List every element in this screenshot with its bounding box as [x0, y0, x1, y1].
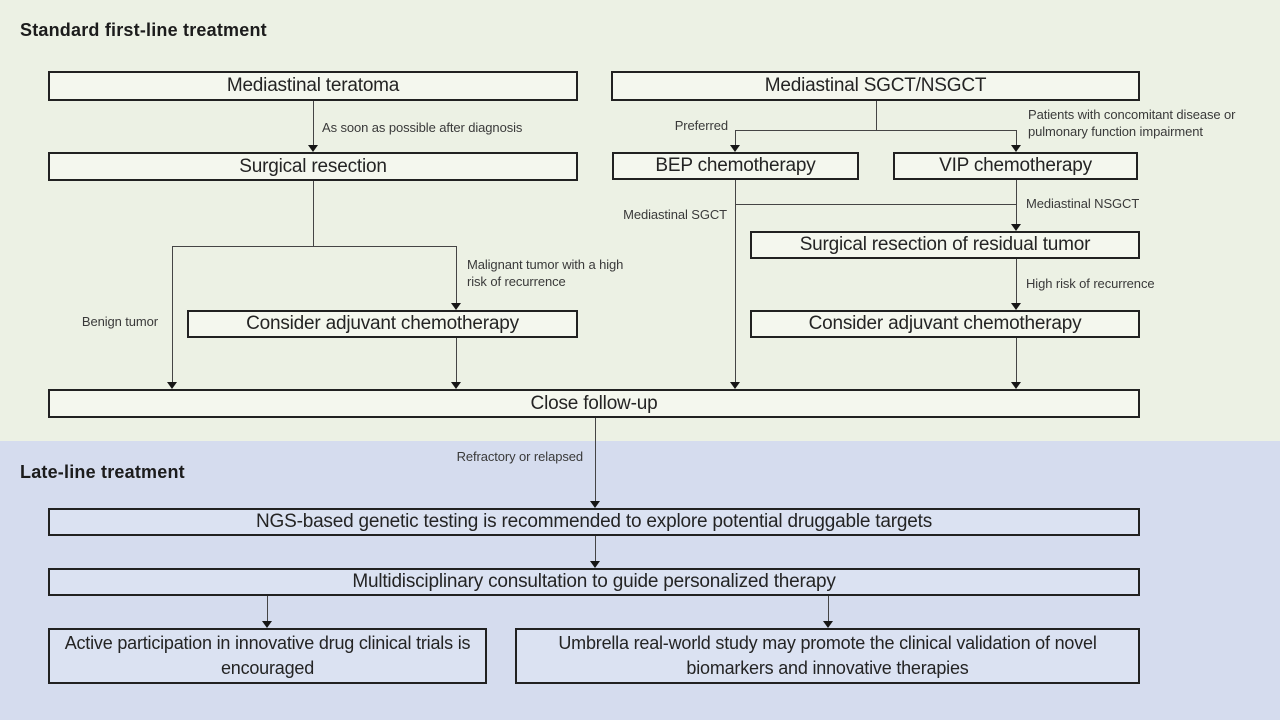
connector-ngs-to-mdt [595, 536, 596, 562]
node-consider-adjuvant-left: Consider adjuvant chemotherapy [187, 310, 578, 338]
edge-label-preferred: Preferred [674, 118, 728, 133]
connector-malignant-to-adjuvant [456, 246, 457, 304]
arrowhead-split-to-bep [730, 145, 740, 152]
edge-label-refractory: Refractory or relapsed [456, 449, 584, 464]
arrowhead-teratoma-to-surgical [308, 145, 318, 152]
node-surgical-resection-residual: Surgical resection of residual tumor [750, 231, 1140, 259]
arrowhead-split-to-vip [1011, 145, 1021, 152]
node-consider-adjuvant-right: Consider adjuvant chemotherapy [750, 310, 1140, 338]
node-ngs-testing: NGS-based genetic testing is recommended… [48, 508, 1140, 536]
node-clinical-trials: Active participation in innovative drug … [48, 628, 487, 684]
connector-adjuvant-left-to-followup [456, 338, 457, 383]
connector-bep-vip-merge [735, 204, 1016, 205]
arrowhead-ngs-to-mdt [590, 561, 600, 568]
edge-label-high-risk: High risk of recurrence [1026, 276, 1155, 291]
node-mediastinal-teratoma: Mediastinal teratoma [48, 71, 578, 101]
first-line-section-title: Standard first-line treatment [20, 20, 267, 40]
connector-followup-to-ngs [595, 418, 596, 502]
edge-label-concomitant: Patients with concomitant disease or pul… [1028, 107, 1236, 139]
connector-bep-to-followup [735, 180, 736, 383]
connector-surgical-stem [313, 181, 314, 246]
connector-sgct-split [735, 130, 1017, 131]
connector-benign-to-followup [172, 246, 173, 383]
connector-teratoma-to-surgical [313, 101, 314, 146]
edge-label-mediastinal-nsgct: Mediastinal NSGCT [1026, 196, 1140, 211]
node-mediastinal-sgct-nsgct: Mediastinal SGCT/NSGCT [611, 71, 1140, 101]
connector-residual-to-adjuvant [1016, 259, 1017, 304]
arrowhead-benign-to-followup [167, 382, 177, 389]
node-bep-chemotherapy: BEP chemotherapy [612, 152, 859, 180]
connector-mdt-to-trials [267, 596, 268, 622]
node-surgical-resection: Surgical resection [48, 152, 578, 181]
edge-label-asap: As soon as possible after diagnosis [322, 120, 523, 135]
late-line-section-title: Late-line treatment [20, 462, 185, 482]
arrowhead-bep-to-followup [730, 382, 740, 389]
connector-surgical-split [172, 246, 456, 247]
connector-sgct-stem [876, 101, 877, 130]
connector-adjuvant-right-to-followup [1016, 338, 1017, 383]
node-vip-chemotherapy: VIP chemotherapy [893, 152, 1138, 180]
arrowhead-mdt-to-trials [262, 621, 272, 628]
arrowhead-followup-to-ngs [590, 501, 600, 508]
edge-label-benign: Benign tumor [81, 314, 158, 329]
node-umbrella-study: Umbrella real-world study may promote th… [515, 628, 1140, 684]
arrowhead-vip-to-residual [1011, 224, 1021, 231]
edge-label-malignant: Malignant tumor with a high risk of recu… [467, 257, 624, 289]
connector-split-to-bep [735, 130, 736, 146]
connector-split-to-vip [1016, 130, 1017, 146]
arrowhead-malignant-to-adjuvant [451, 303, 461, 310]
arrowhead-residual-to-adjuvant [1011, 303, 1021, 310]
arrowhead-adjuvant-right-to-followup [1011, 382, 1021, 389]
connector-vip-to-residual [1016, 180, 1017, 225]
arrowhead-mdt-to-umbrella [823, 621, 833, 628]
connector-mdt-to-umbrella [828, 596, 829, 622]
arrowhead-adjuvant-left-to-followup [451, 382, 461, 389]
edge-label-mediastinal-sgct: Mediastinal SGCT [623, 207, 727, 222]
node-close-follow-up: Close follow-up [48, 389, 1140, 418]
node-mdt-consultation: Multidisciplinary consultation to guide … [48, 568, 1140, 596]
